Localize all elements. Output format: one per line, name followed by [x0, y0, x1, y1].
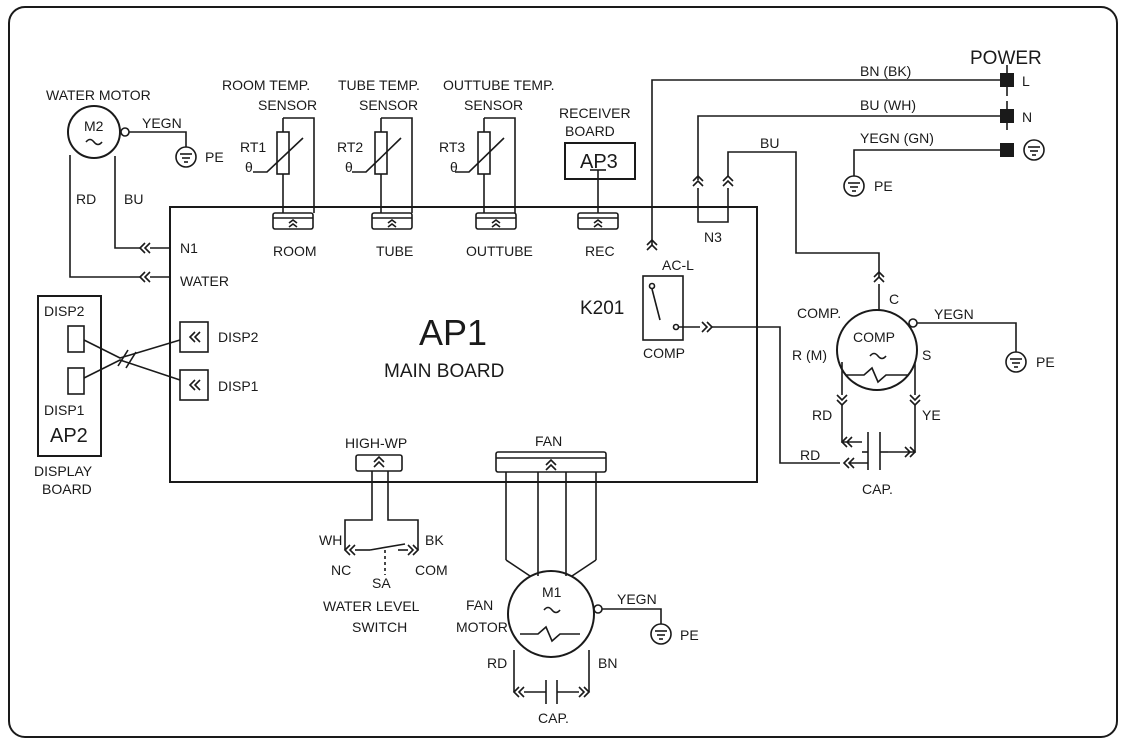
relay-code: K201 — [580, 298, 624, 319]
receiver-board: RECEIVER BOARD AP3 REC — [559, 105, 636, 259]
water-motor: WATER MOTOR M2 YEGN PE RD BU N1 WATER — [46, 87, 229, 289]
power-l: L — [1022, 73, 1030, 89]
display-board-name-1: DISPLAY — [34, 463, 93, 479]
water-motor-wire-yegn: YEGN — [142, 115, 182, 131]
display-board-disp1: DISP1 — [44, 402, 85, 418]
power-pe: PE — [874, 178, 893, 194]
compressor: COMP. C COMP YEGN PE R (M) S RD YE RD CA… — [792, 271, 1055, 497]
fan-motor-code: M1 — [542, 584, 562, 600]
sensor-room-theta: θ — [245, 159, 253, 175]
water-level-switch: HIGH-WP WH BK NC COM SA WATER LEVEL SWIT… — [319, 435, 448, 635]
sensor-outtube-code: RT3 — [439, 139, 465, 155]
connector-tube-label: TUBE — [376, 243, 413, 259]
fan-motor: FAN M1 YEGN PE FAN MOTOR RD BN CAP. — [456, 433, 699, 726]
water-motor-wire-bu: BU — [124, 191, 143, 207]
main-board: AP1 MAIN BOARD — [169, 206, 758, 483]
display-board-code: AP2 — [50, 425, 88, 447]
sensor-tube-line1: TUBE TEMP. — [338, 77, 420, 93]
sensor-tube-code: RT2 — [337, 139, 363, 155]
compressor-wire-bu: BU — [760, 135, 779, 151]
compressor-pe: PE — [1036, 354, 1055, 370]
receiver-board-name-1: RECEIVER — [559, 105, 631, 121]
water-motor-title: WATER MOTOR — [46, 87, 151, 103]
switch-bk: BK — [425, 532, 444, 548]
switch-title-2: SWITCH — [352, 619, 407, 635]
fan-motor-bn: BN — [598, 655, 617, 671]
power-wire-bn: BN (BK) — [860, 63, 911, 79]
sensor-room-code: RT1 — [240, 139, 266, 155]
receiver-board-code: AP3 — [580, 151, 618, 173]
sensor-tube: TUBE TEMP. SENSOR RT2 θ TUBE — [337, 77, 420, 259]
connector-disp2-label: DISP2 — [218, 329, 259, 345]
compressor-rd: RD — [812, 407, 832, 423]
main-board-code: AP1 — [419, 312, 487, 353]
sensor-outtube-line2: SENSOR — [464, 97, 523, 113]
fan-motor-pe: PE — [680, 627, 699, 643]
connector-n3: BU N3 — [692, 135, 880, 278]
display-board-disp2: DISP2 — [44, 303, 85, 319]
connector-high-wp-label: HIGH-WP — [345, 435, 407, 451]
outer-frame — [8, 6, 1118, 738]
fan-motor-yegn: YEGN — [617, 591, 657, 607]
connector-water-label: WATER — [180, 273, 229, 289]
compressor-code: COMP — [853, 329, 895, 345]
display-board: DISP2 DISP1 AP2 DISPLAY BOARD DISP2 DISP… — [34, 295, 259, 497]
connector-room-label: ROOM — [273, 243, 317, 259]
water-motor-code: M2 — [84, 118, 104, 134]
compressor-ye: YE — [922, 407, 941, 423]
connector-ac-l-label: AC-L — [662, 257, 694, 273]
sensor-room-line2: SENSOR — [258, 97, 317, 113]
sensor-room: ROOM TEMP. SENSOR RT1 θ ROOM — [222, 77, 317, 259]
compressor-rd2: RD — [800, 447, 820, 463]
switch-com: COM — [415, 562, 448, 578]
switch-nc: NC — [331, 562, 351, 578]
connector-disp1-label: DISP1 — [218, 378, 259, 394]
connector-rec-label: REC — [585, 243, 615, 259]
sensor-outtube: OUTTUBE TEMP. SENSOR RT3 θ OUTTUBE — [439, 77, 555, 259]
water-motor-pe: PE — [205, 149, 224, 165]
fan-motor-title-1: FAN — [466, 597, 493, 613]
power-supply: POWER BN (BK) BU (WH) YEGN (GN) L N PE — [651, 48, 1045, 245]
water-motor-wire-rd: RD — [76, 191, 96, 207]
connector-n1-label: N1 — [180, 240, 198, 256]
main-board-name: MAIN BOARD — [384, 361, 504, 382]
connector-fan-label: FAN — [535, 433, 562, 449]
fan-motor-cap: CAP. — [538, 710, 569, 726]
switch-sa: SA — [372, 575, 391, 591]
power-wire-bu: BU (WH) — [860, 97, 916, 113]
relay-k201: AC-L K201 COMP — [580, 239, 840, 464]
connector-comp-label: COMP — [643, 345, 685, 361]
power-title: POWER — [970, 48, 1042, 69]
compressor-s: S — [922, 347, 931, 363]
power-wire-yegn: YEGN (GN) — [860, 130, 934, 146]
switch-title-1: WATER LEVEL — [323, 598, 420, 614]
sensor-tube-line2: SENSOR — [359, 97, 418, 113]
compressor-yegn: YEGN — [934, 306, 974, 322]
compressor-cap: CAP. — [862, 481, 893, 497]
connector-n3-label: N3 — [704, 229, 722, 245]
fan-motor-rd: RD — [487, 655, 507, 671]
sensor-room-line1: ROOM TEMP. — [222, 77, 310, 93]
compressor-title: COMP. — [797, 305, 841, 321]
display-board-name-2: BOARD — [42, 481, 92, 497]
sensor-outtube-theta: θ — [450, 159, 458, 175]
power-n: N — [1022, 109, 1032, 125]
switch-wh: WH — [319, 532, 342, 548]
sensor-outtube-line1: OUTTUBE TEMP. — [443, 77, 555, 93]
fan-motor-title-2: MOTOR — [456, 619, 508, 635]
compressor-rm: R (M) — [792, 347, 827, 363]
connector-outtube-label: OUTTUBE — [466, 243, 533, 259]
compressor-c: C — [889, 291, 899, 307]
sensor-tube-theta: θ — [345, 159, 353, 175]
receiver-board-name-2: BOARD — [565, 123, 615, 139]
